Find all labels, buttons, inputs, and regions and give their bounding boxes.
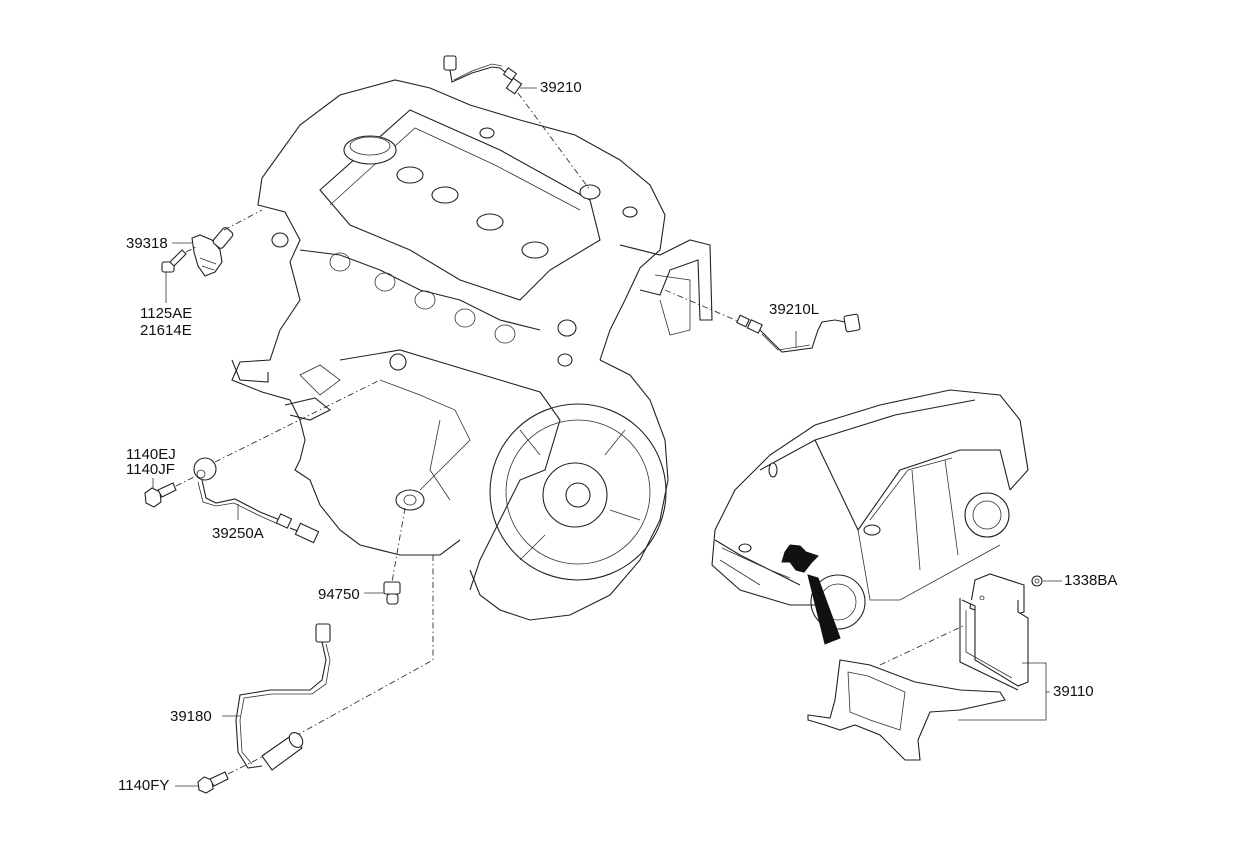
label-39318[interactable]: 39318 xyxy=(126,235,168,252)
label-1338BA[interactable]: 1338BA xyxy=(1064,572,1118,589)
label-1140FY[interactable]: 1140FY xyxy=(118,777,170,794)
label-39110[interactable]: 39110 xyxy=(1053,683,1094,700)
part-39180-crankshaft-sensor[interactable] xyxy=(175,555,434,794)
label-39210L[interactable]: 39210L xyxy=(769,301,820,318)
label-39250A[interactable]: 39250A xyxy=(212,525,264,542)
vehicle-illustration xyxy=(711,389,1029,645)
part-39318-camshaft-sensor[interactable] xyxy=(161,209,263,303)
label-1125AE[interactable]: 1125AE xyxy=(140,305,193,322)
part-39210L-oxygen-sensor-lower[interactable] xyxy=(664,289,861,353)
label-94750[interactable]: 94750 xyxy=(318,586,360,603)
part-94750-oil-pressure-switch[interactable] xyxy=(364,507,406,605)
part-39110-engine-control-module[interactable] xyxy=(807,573,1062,761)
label-1140EJ[interactable]: 1140EJ xyxy=(126,446,176,463)
engine-assembly xyxy=(231,79,713,621)
part-39250A-knock-sensor[interactable] xyxy=(144,379,381,544)
part-39210-oxygen-sensor-upper[interactable] xyxy=(443,55,591,191)
label-21614E[interactable]: 21614E xyxy=(140,322,192,339)
label-1140JF[interactable]: 1140JF xyxy=(126,461,175,478)
label-39180[interactable]: 39180 xyxy=(170,708,212,725)
label-39210[interactable]: 39210 xyxy=(540,79,582,96)
